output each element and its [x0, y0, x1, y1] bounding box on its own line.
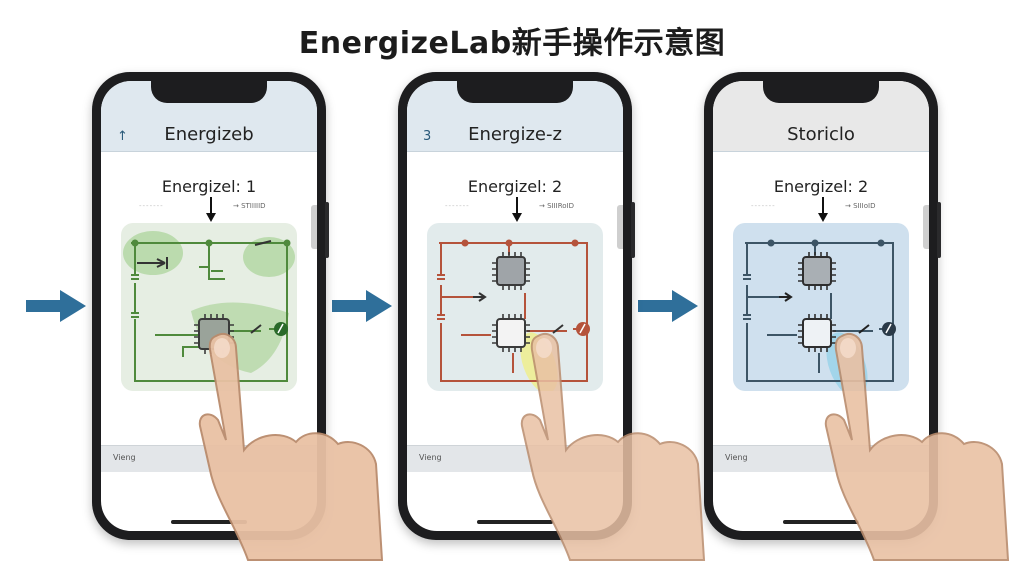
bottom-action-bar[interactable]: Vieng — [101, 445, 317, 472]
step-title: Energizel: 2 — [467, 177, 563, 196]
scroll-handle[interactable] — [311, 205, 317, 249]
home-indicator — [477, 520, 553, 524]
side-button — [325, 202, 329, 258]
scroll-handle[interactable] — [617, 205, 623, 249]
faint-caption-left: ------- — [445, 202, 470, 210]
header-title: Storiclo — [787, 124, 855, 145]
bottom-action-bar[interactable]: Vieng — [713, 445, 929, 472]
faint-caption-right: → SIIIoID — [845, 202, 876, 210]
pointer-arrow-icon — [817, 197, 829, 223]
home-indicator — [783, 520, 859, 524]
step-title: Energizel: 1 — [161, 177, 257, 196]
faint-caption-left: ------- — [751, 202, 776, 210]
bottom-bar-label: Vieng — [725, 453, 748, 462]
pointer-arrow-icon — [205, 197, 217, 223]
bottom-bar-label: Vieng — [419, 453, 442, 462]
phone-screen: ↑ Energizeb Energizel: 1 ------- → STIII… — [101, 81, 317, 531]
phone-screen: 3 Energize-z Energizel: 2 ------- → SIII… — [407, 81, 623, 531]
step-number: 3 — [423, 129, 432, 144]
bottom-bar-label: Vieng — [113, 453, 136, 462]
header-title: Energizeb — [164, 124, 254, 145]
faint-caption-right: → SIIIRoID — [539, 202, 575, 210]
page-title: EnergizeLab新手操作示意图 — [298, 26, 726, 61]
side-button — [937, 202, 941, 258]
phone-frame-step-2: 3 Energize-z Energizel: 2 ------- → SIII… — [398, 72, 635, 540]
camera-notch — [151, 81, 267, 103]
phone-frame-step-1: ↑ Energizeb Energizel: 1 ------- → STIII… — [92, 72, 329, 540]
scroll-handle[interactable] — [923, 205, 929, 249]
circuit-diagram[interactable] — [427, 223, 603, 391]
back-arrow-icon[interactable]: ↑ — [117, 129, 128, 144]
phone-screen: Storiclo Energizel: 2 ------- → SIIIoID — [713, 81, 929, 531]
camera-notch — [763, 81, 879, 103]
app-header: Storiclo — [713, 81, 929, 152]
circuit-diagram[interactable] — [733, 223, 909, 391]
home-indicator — [171, 520, 247, 524]
bottom-action-bar[interactable]: Vieng — [407, 445, 623, 472]
faint-caption-right: → STIIIIID — [233, 202, 266, 210]
circuit-diagram[interactable] — [121, 223, 297, 391]
faint-caption-left: ------- — [139, 202, 164, 210]
side-button — [631, 202, 635, 258]
flow-arrow-icon — [24, 286, 88, 326]
header-title: Energize-z — [468, 124, 562, 145]
phone-frame-step-3: Storiclo Energizel: 2 ------- → SIIIoID — [704, 72, 941, 540]
camera-notch — [457, 81, 573, 103]
flow-arrow-icon — [636, 286, 700, 326]
pointer-arrow-icon — [511, 197, 523, 223]
flow-arrow-icon — [330, 286, 394, 326]
step-title: Energizel: 2 — [773, 177, 869, 196]
